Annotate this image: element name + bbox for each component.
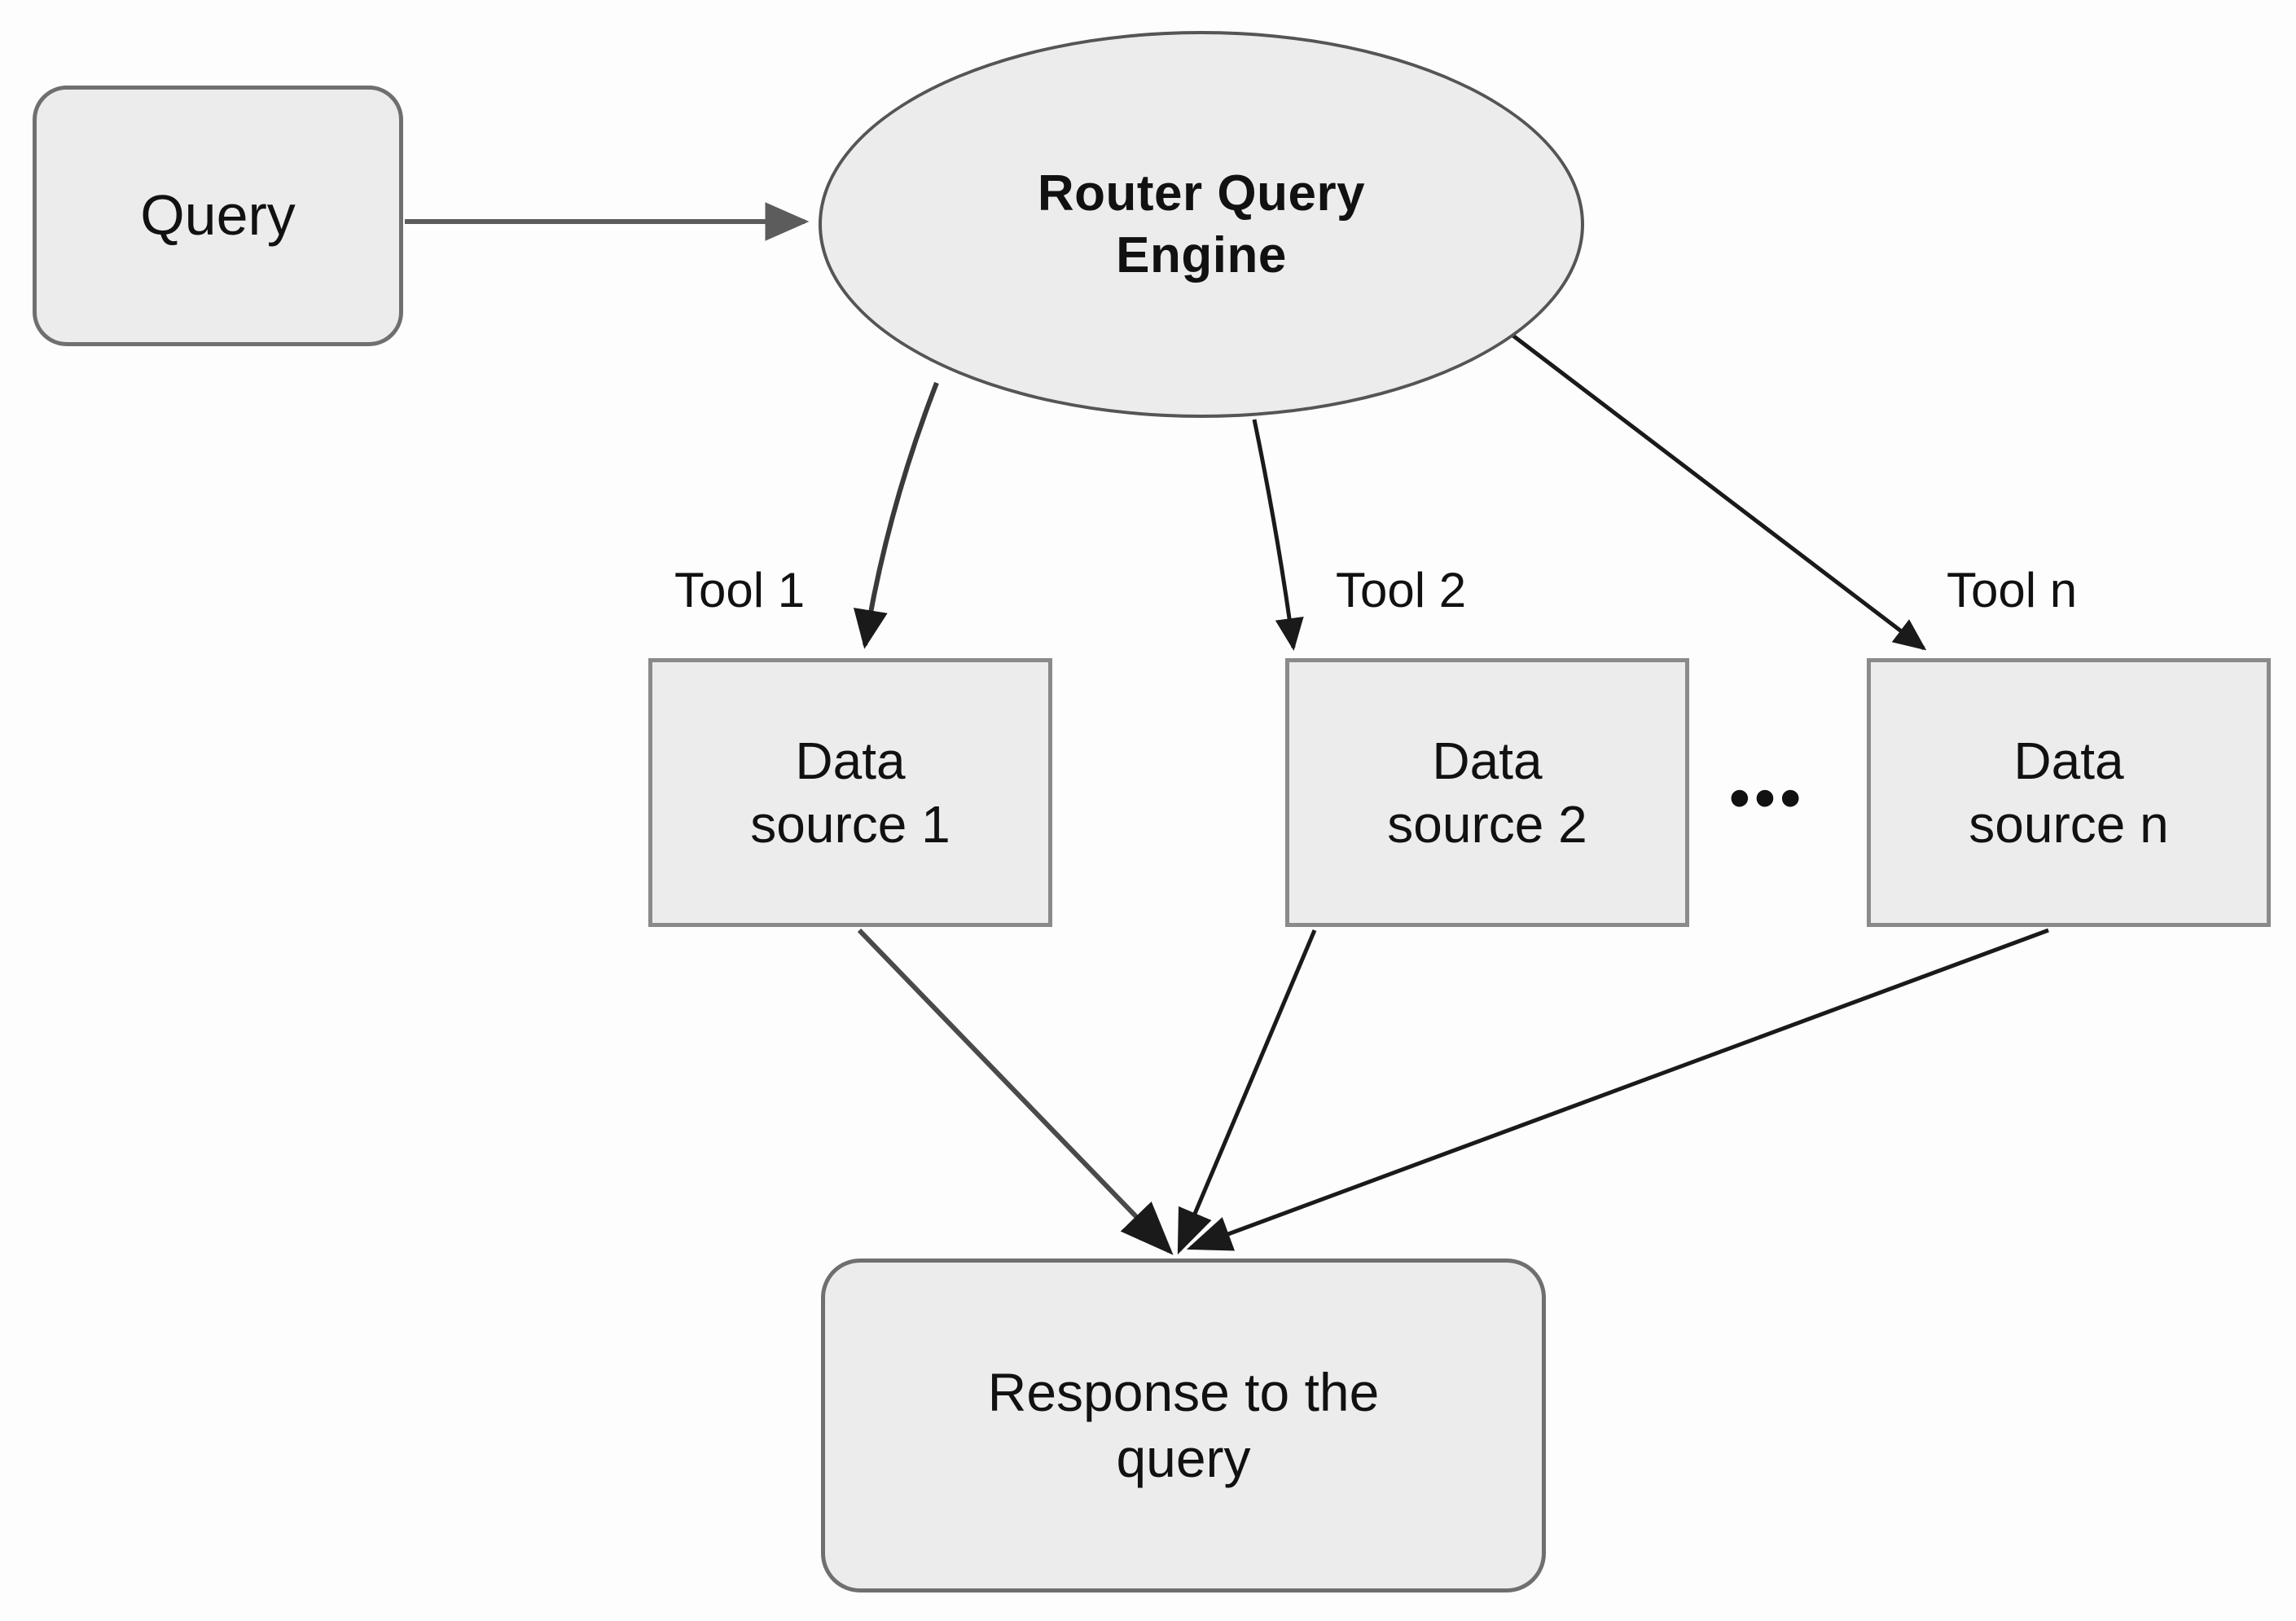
node-router-query-engine-label: Router Query Engine <box>1037 165 1366 283</box>
edge-datasource-1-to-response <box>857 928 1174 1255</box>
edge-datasource-2-to-response <box>1177 929 1317 1255</box>
node-data-source-n-label: Data source n <box>1969 731 2169 854</box>
more-data-sources-ellipsis: ••• <box>1729 766 1806 831</box>
node-response-to-the-query[interactable]: Response to the query <box>821 1259 1546 1592</box>
edge-router-to-datasource-2 <box>1252 419 1304 651</box>
node-data-source-2[interactable]: Data source 2 <box>1285 658 1689 927</box>
edge-label-tool-2: Tool 2 <box>1336 563 1467 617</box>
edge-router-to-datasource-1 <box>853 381 939 649</box>
node-query[interactable]: Query <box>33 86 403 346</box>
node-query-label: Query <box>140 183 296 248</box>
edge-datasource-n-to-response <box>1186 928 2049 1251</box>
node-router-query-engine[interactable]: Router Query Engine <box>819 31 1584 418</box>
edge-label-tool-1: Tool 1 <box>674 563 806 617</box>
node-data-source-1-label: Data source 1 <box>750 731 950 854</box>
node-data-source-n[interactable]: Data source n <box>1867 658 2271 927</box>
edge-router-to-datasource-n <box>1509 332 1927 651</box>
node-data-source-2-label: Data source 2 <box>1387 731 1587 854</box>
node-response-to-the-query-label: Response to the query <box>987 1362 1380 1488</box>
node-data-source-1[interactable]: Data source 1 <box>648 658 1052 927</box>
edge-label-tool-n: Tool n <box>1947 563 2078 617</box>
